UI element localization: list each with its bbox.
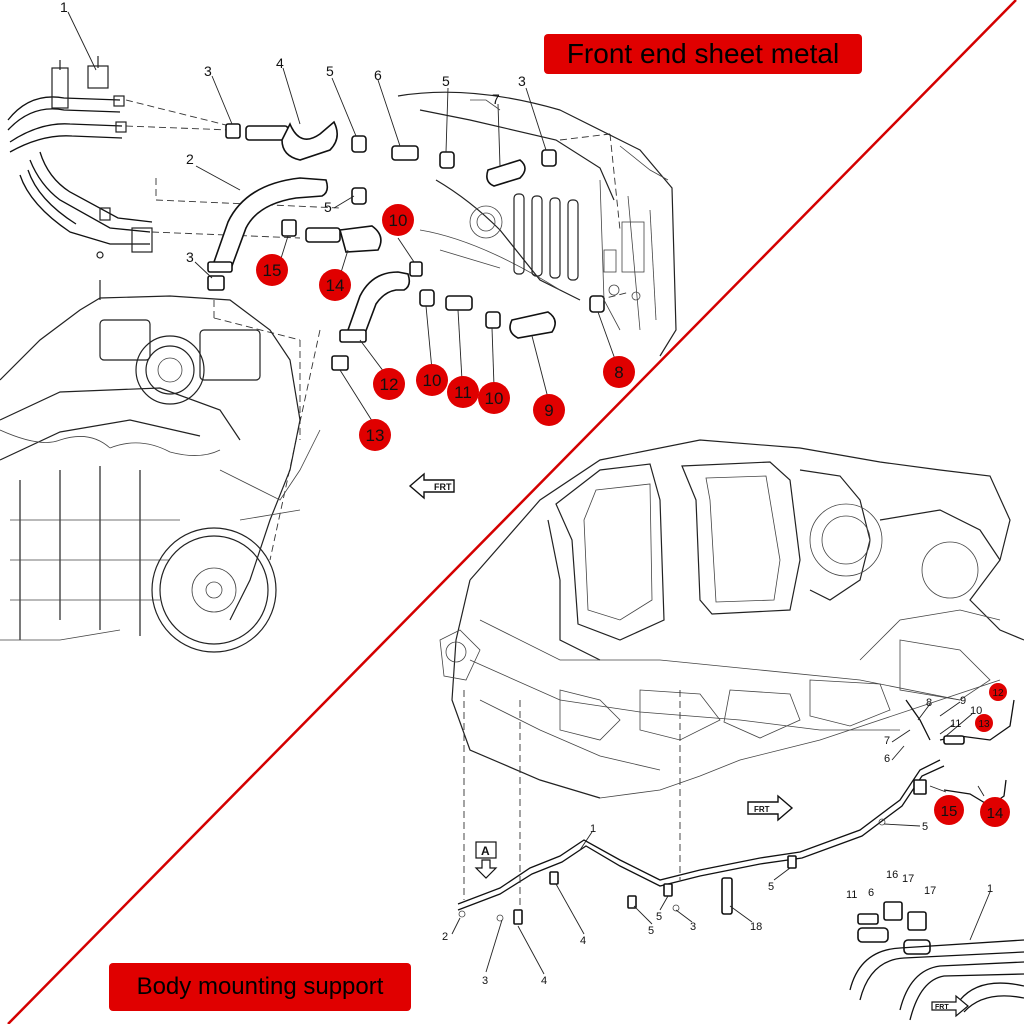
callout-12: 12 [380, 375, 399, 394]
callouts-top-black: 1 2 3 3 3 4 5 5 5 6 7 [60, 0, 526, 265]
underbody-lines [457, 690, 1015, 925]
front-arrow-label: FRT [434, 482, 452, 492]
callout-9: 9 [544, 401, 553, 420]
callout-5: 5 [648, 925, 654, 937]
callout-6: 6 [374, 67, 382, 83]
callout-2: 2 [442, 931, 448, 943]
callout-10: 10 [485, 389, 504, 408]
callout-11: 11 [454, 383, 472, 402]
callout-12: 12 [992, 688, 1004, 699]
callout-10: 10 [423, 371, 442, 390]
callout-15: 15 [941, 803, 958, 820]
front-arrow-icon: FRT [931, 994, 969, 1018]
callout-15: 15 [263, 261, 282, 280]
callout-16: 16 [886, 869, 898, 881]
callout-14: 14 [987, 805, 1004, 822]
callout-5: 5 [442, 73, 450, 89]
callout-2: 2 [186, 151, 194, 167]
front-end-sheet-metal-banner: Front end sheet metal [544, 34, 862, 74]
callout-14: 14 [326, 276, 345, 295]
heater-core-pipes [7, 56, 153, 259]
callout-1: 1 [60, 0, 68, 15]
callouts-top-red: 8 9 10 10 10 11 12 13 14 15 [256, 204, 635, 451]
callout-8: 8 [926, 697, 932, 709]
callout-7: 7 [884, 735, 890, 747]
vehicle-body-underside [439, 439, 1024, 799]
front-arrow-label: FRT [754, 805, 770, 814]
section-divider [7, 0, 1017, 1025]
connector-detail [849, 891, 1024, 1021]
callout-3: 3 [482, 975, 488, 987]
callout-3: 3 [186, 249, 194, 265]
callout-5: 5 [324, 199, 332, 215]
callout-10: 10 [389, 211, 408, 230]
callout-13: 13 [366, 426, 385, 445]
callout-5: 5 [326, 63, 334, 79]
callout-5: 5 [922, 821, 928, 833]
callout-11: 11 [950, 718, 961, 730]
front-arrow-icon: FRT [747, 794, 794, 822]
callout-5: 5 [768, 881, 774, 893]
leader-lines-bottom [451, 701, 985, 975]
callout-4: 4 [541, 975, 547, 987]
view-marker-label: A [481, 844, 490, 858]
callouts-bottom-black: 1 1 2 3 3 4 4 5 5 5 5 6 6 7 8 9 10 11 11… [442, 695, 993, 987]
front-arrow-icon: FRT [408, 472, 455, 500]
body-mounting-support-banner: Body mounting support [109, 963, 411, 1011]
callout-3: 3 [690, 921, 696, 933]
callout-11: 11 [846, 889, 857, 901]
callout-9: 9 [960, 695, 966, 707]
callouts-bottom-red: 12 13 14 15 [934, 683, 1010, 827]
callout-1: 1 [987, 883, 993, 895]
callout-1: 1 [590, 823, 596, 835]
front-arrow-label: FRT [935, 1004, 949, 1011]
view-a-marker-icon: A [474, 841, 498, 879]
callout-17: 17 [924, 885, 936, 897]
callout-4: 4 [276, 55, 284, 71]
engine-assembly [0, 280, 321, 653]
front-end-sheet-metal [397, 91, 677, 357]
callout-17: 17 [902, 873, 914, 885]
callout-6: 6 [884, 753, 890, 765]
callout-8: 8 [614, 363, 623, 382]
callout-4: 4 [580, 935, 586, 947]
callout-5: 5 [656, 911, 662, 923]
callout-10: 10 [970, 705, 982, 717]
callout-13: 13 [978, 719, 990, 730]
callout-7: 7 [492, 91, 500, 107]
callout-3: 3 [204, 63, 212, 79]
callout-18: 18 [750, 921, 762, 933]
hose-parts [207, 120, 605, 371]
callout-6: 6 [868, 887, 874, 899]
callout-3: 3 [518, 73, 526, 89]
